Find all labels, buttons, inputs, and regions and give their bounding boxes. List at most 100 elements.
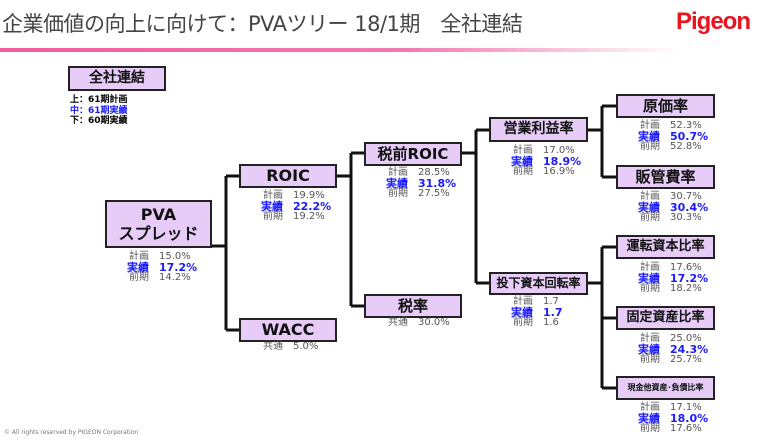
node-pretax-roic: 税前ROIC: [364, 142, 462, 166]
stat-label: 実績: [511, 154, 533, 168]
stat-value: 52.8%: [670, 141, 702, 152]
stat-label: 実績: [386, 176, 408, 190]
stat-row: 前期 1.6: [499, 317, 563, 329]
stat-value: 30.7%: [670, 191, 702, 202]
node-tax-rate: 税率: [364, 294, 462, 318]
legend-top: 上：61期計画: [70, 95, 128, 105]
stat-label: 実績: [638, 271, 660, 285]
stat-row: 実績 18.9%: [499, 154, 582, 168]
stat-label: 前期: [640, 423, 660, 434]
stat-label: 実績: [638, 200, 660, 214]
stat-value: 15.0%: [159, 251, 191, 262]
stat-label: 計画: [388, 167, 408, 178]
stat-row: 計画 30.7%: [626, 191, 708, 203]
stat-value: 30.4%: [670, 200, 709, 214]
stat-value: 17.2%: [159, 260, 198, 274]
stat-label: 計画: [640, 333, 660, 344]
node-sga-ratio: 販管費率: [616, 165, 715, 189]
stat-label: 計画: [640, 191, 660, 202]
stat-label: 計画: [513, 145, 533, 156]
stat-label: 前期: [513, 166, 533, 177]
stat-label: 計画: [640, 262, 660, 273]
header-divider: [0, 48, 680, 52]
stat-row: 計画 15.0%: [115, 251, 197, 263]
node-wc-ratio: 運転資本比率: [616, 235, 715, 259]
stat-row: 前期 52.8%: [626, 141, 708, 153]
stat-label: 共通: [388, 317, 408, 328]
stat-row: 実績 30.4%: [626, 200, 709, 214]
stat-value: 19.9%: [293, 190, 325, 201]
node-op-margin: 営業利益率: [489, 117, 588, 142]
stat-value: 31.8%: [418, 176, 457, 190]
stat-value: 17.1%: [670, 402, 702, 413]
stat-value: 18.0%: [670, 411, 709, 425]
stat-label: 計画: [513, 296, 533, 307]
stat-value: 17.6%: [670, 262, 702, 273]
stat-row: 計画 25.0%: [626, 333, 708, 345]
stat-value: 25.7%: [670, 354, 702, 365]
stat-label: 前期: [640, 354, 660, 365]
stat-row: 前期 30.3%: [626, 212, 708, 224]
stat-label: 共通: [263, 341, 283, 352]
stat-value: 17.0%: [543, 145, 575, 156]
stat-value: 52.3%: [670, 120, 702, 131]
node-pva: PVA スプレッド: [105, 200, 212, 248]
stat-value: 50.7%: [670, 129, 709, 143]
stat-row: 前期 17.6%: [626, 423, 708, 435]
stat-label: 前期: [129, 272, 149, 283]
stat-value: 19.2%: [293, 211, 325, 222]
node-cash-ratio: 現金他資産･負債比率: [616, 376, 715, 400]
stat-value: 18.9%: [543, 154, 582, 168]
stat-label: 前期: [640, 283, 660, 294]
node-roic: ROIC: [239, 164, 337, 188]
stat-label: 前期: [640, 141, 660, 152]
stat-label: 前期: [388, 188, 408, 199]
stat-value: 1.7: [543, 305, 563, 319]
stat-label: 計画: [129, 251, 149, 262]
node-ic-turnover: 投下資本回転率: [489, 272, 588, 295]
legend-bottom: 下：60期実績: [70, 116, 128, 126]
stat-value: 25.0%: [670, 333, 702, 344]
page-title: 企業価値の向上に向けて：PVAツリー 18/1期 全社連結: [2, 12, 523, 36]
stat-value: 16.9%: [543, 166, 575, 177]
node-sga-ratio-stats: 計画 30.7% 実績 30.4% 前期 30.3%: [626, 191, 709, 224]
stat-label: 計画: [640, 120, 660, 131]
stat-label: 前期: [640, 212, 660, 223]
stat-row: 前期 25.7%: [626, 354, 708, 366]
stat-label: 前期: [263, 211, 283, 222]
stat-value: 5.0%: [293, 341, 319, 352]
stat-label: 実績: [511, 305, 533, 319]
stat-row: 共通 5.0%: [249, 341, 319, 353]
stat-value: 1.6: [543, 317, 559, 328]
node-cogs-ratio: 原価率: [616, 94, 715, 118]
stat-value: 27.5%: [418, 188, 450, 199]
pigeon-logo: Pigeon: [676, 8, 751, 35]
stat-label: 実績: [638, 411, 660, 425]
stat-value: 22.2%: [293, 199, 332, 213]
stat-row: 実績 31.8%: [374, 176, 457, 190]
stat-row: 前期 27.5%: [374, 188, 456, 200]
stat-value: 24.3%: [670, 342, 709, 356]
stat-value: 30.3%: [670, 212, 702, 223]
copyright: © All rights reserved by PIGEON Corporat…: [4, 429, 139, 436]
stat-row: 計画 17.6%: [626, 262, 708, 274]
stat-value: 17.2%: [670, 271, 709, 285]
stat-label: 前期: [513, 317, 533, 328]
stat-value: 17.6%: [670, 423, 702, 434]
